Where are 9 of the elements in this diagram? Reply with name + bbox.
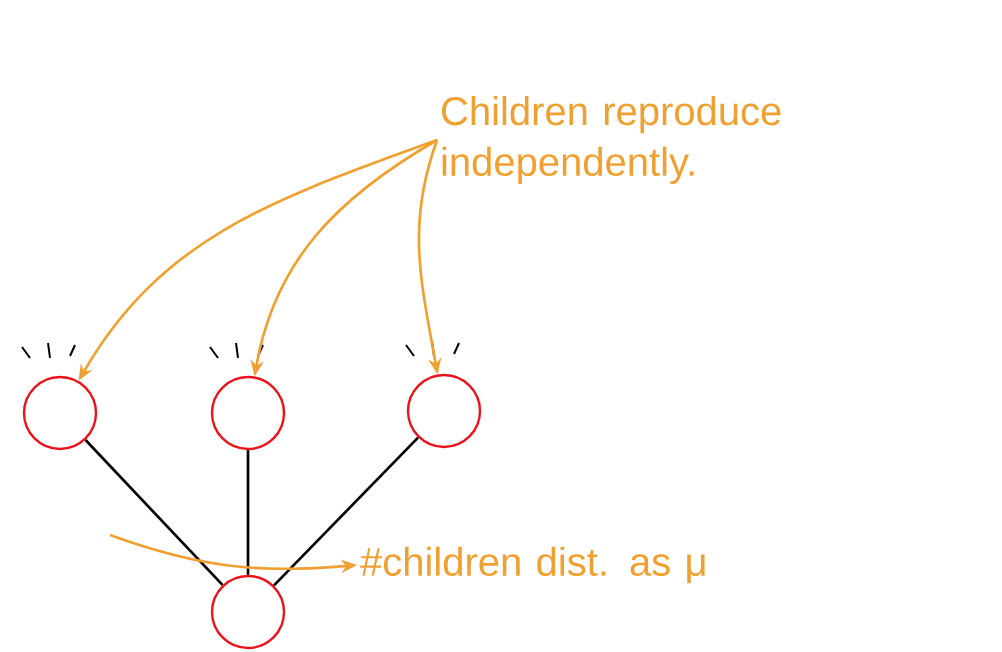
circle-node <box>406 373 482 449</box>
connector-line <box>273 436 419 587</box>
connector-line <box>246 450 250 575</box>
circle-node <box>22 375 98 451</box>
circle-node <box>210 574 286 650</box>
circle-node <box>210 375 286 451</box>
handwritten-note: Children reproduce independently. <box>442 96 781 184</box>
connector-line <box>84 439 224 586</box>
handwritten-note: #children dist. as μ <box>360 546 705 584</box>
